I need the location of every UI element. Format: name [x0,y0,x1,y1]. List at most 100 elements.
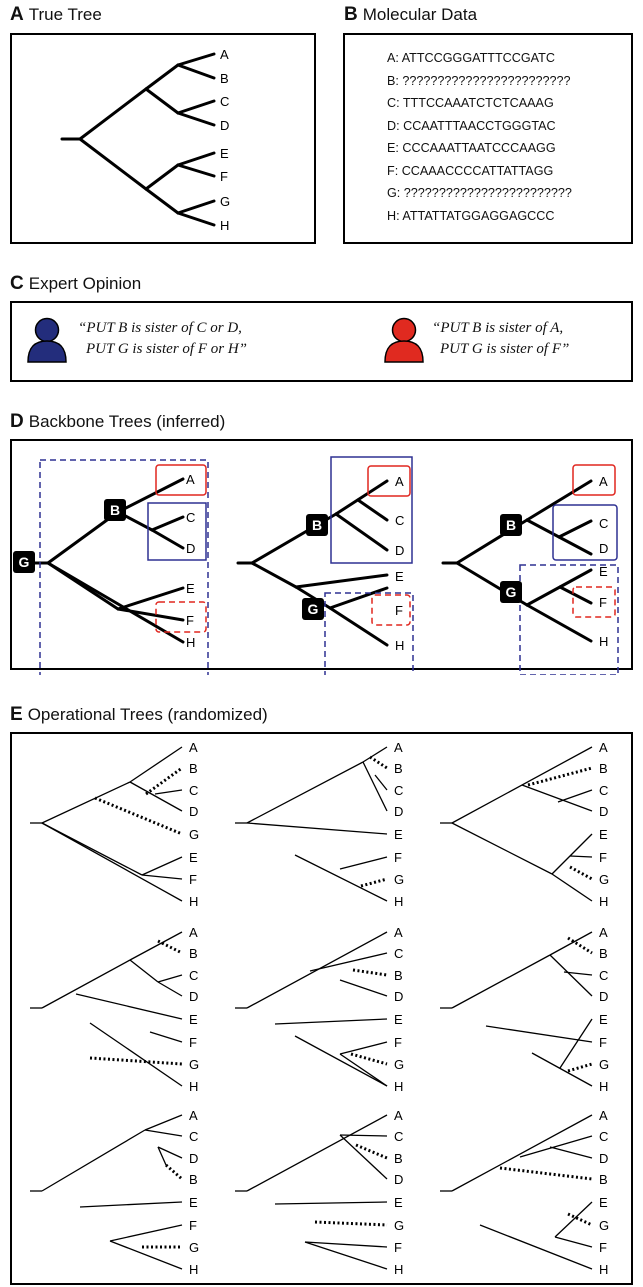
leaf-label: H [394,894,403,909]
leaf-label: E [394,1012,403,1027]
leaf-label: G [394,1218,404,1233]
placed-taxon-branch [355,1143,388,1160]
leaf-label: H [189,1262,198,1277]
person-icon-head [34,317,60,343]
tree-branch [339,979,388,997]
placed-taxon-branch [569,865,593,881]
placed-taxon-branch [527,766,593,787]
leaf-label: D [189,804,198,819]
placed-taxon-branch [567,1062,593,1073]
expert-quote-line: “PUT B is sister of C or D, [78,320,242,336]
leaf-label: H [599,1079,608,1094]
leaf-label: E [599,564,608,579]
operational-trees-box [10,732,633,1285]
leaf-label: C [395,513,404,528]
node-g-badge [13,551,35,573]
leaf-label: C [599,968,608,983]
tree-branch [294,1035,388,1087]
leaf-label: A [599,474,608,489]
leaf-label: G [394,872,404,887]
leaf-label: F [599,1035,607,1050]
leaf-label: H [599,634,608,649]
leaf-label: A [394,1108,403,1123]
placed-taxon-branch [89,1056,183,1066]
tree-branch [89,1022,183,1087]
placed-taxon-branch [314,1220,388,1227]
placed-taxon-branch [499,1166,593,1181]
tree-branch [554,1236,593,1248]
leaf-label: B [599,761,608,776]
leaf-label: C [220,94,229,109]
backbone-trees-box [10,439,633,670]
leaf-label: A [189,925,198,940]
leaf-label: G [220,194,230,209]
placed-taxon-branch [352,968,388,977]
leaf-label: F [189,1218,197,1233]
leaf-label: F [186,613,194,628]
tree-branch [362,746,388,763]
tree-branch [549,931,593,956]
leaf-label: F [394,1035,402,1050]
leaf-label: E [599,827,608,842]
sequence-row: F: CCAAACCCCATTATTAGG [387,163,554,178]
tree-branch [549,954,593,997]
leaf-label: C [189,968,198,983]
leaf-label: F [394,850,402,865]
expert-1-quote: “PUT B is sister of C or D, PUT G is sis… [78,318,247,360]
tree-branch [149,1031,183,1043]
leaf-label: A [394,740,403,755]
tree-branch [549,1146,593,1159]
tree-branch [41,959,131,1009]
leaf-label: D [186,541,195,556]
leaf-label: E [189,1195,198,1210]
node-g-badge [302,598,324,620]
leaf-label: F [599,595,607,610]
leaf-label: H [189,1079,198,1094]
placed-taxon-branch [360,877,388,888]
leaf-label: E [599,1195,608,1210]
leaf-label: H [186,635,195,650]
tree-branch [157,974,183,983]
tree-branch [141,874,183,880]
tree-branch [451,1114,593,1192]
expert-quote-line: PUT G is sister of F or H” [86,341,248,357]
leaf-label: F [599,1240,607,1255]
placed-taxon-branch [369,755,388,770]
true-tree-diagram: A B C D E F G H [60,47,230,233]
leaf-label: E [186,581,195,596]
person-icon-body [27,340,67,363]
node-g-label: G [506,584,517,600]
placed-taxon-branch [350,1052,388,1066]
backbone-tree-3: A C D E F H B G [441,464,619,675]
node-b-badge [306,514,328,536]
tree-branch [294,854,388,902]
leaf-label: H [220,218,229,233]
placed-taxon-branch [94,796,183,836]
node-b-label: B [312,517,322,533]
tree-branch [246,1114,388,1192]
leaf-label: H [394,1262,403,1277]
leaf-label: D [189,989,198,1004]
tree-branch [559,1018,593,1069]
sequence-row: A: ATTCCGGGATTTCCGATC [387,51,555,65]
leaf-label: A [394,925,403,940]
leaf-label: B [189,1172,198,1187]
tree-branch [339,1134,388,1137]
leaf-label: E [394,1195,403,1210]
tree-branch [519,1135,593,1158]
leaf-label: H [599,1262,608,1277]
sequence-list: A: ATTCCGGGATTTCCGATC B: ???????????????… [387,47,572,227]
placed-taxon-branch [145,766,183,796]
leaf-label: D [395,543,404,558]
leaf-label: A [186,472,195,487]
leaf-label: H [599,894,608,909]
leaf-label: F [394,1240,402,1255]
leaf-label: C [394,946,403,961]
leaf-label: E [189,1012,198,1027]
leaf-label: A [599,740,608,755]
leaf-label: G [189,827,199,842]
tree-branch [339,1041,388,1055]
